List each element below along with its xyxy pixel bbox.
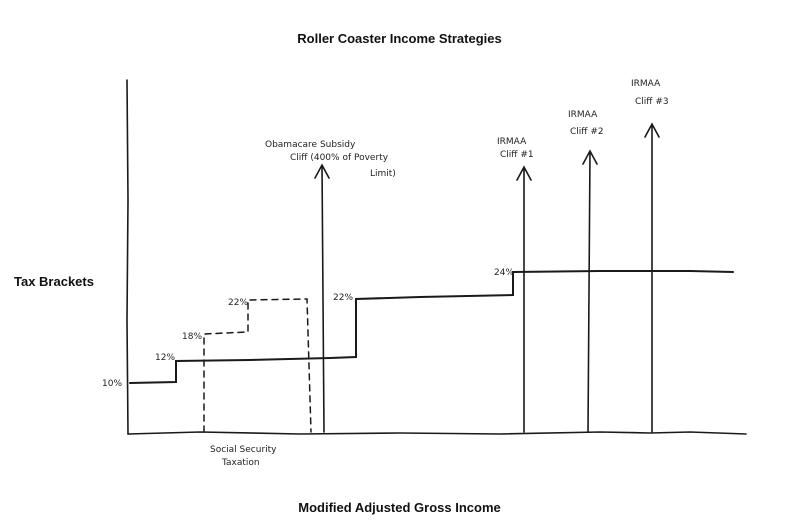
irmaa-cliff-2-label-line2: Cliff #2	[570, 127, 604, 137]
bracket-label-10: 10%	[102, 379, 122, 389]
obamacare-cliff-label-line3: Limit)	[370, 169, 396, 179]
obamacare-cliff-label-line2: Cliff (400% of Poverty	[290, 153, 389, 163]
y-axis-label: Tax Brackets	[14, 274, 94, 289]
x-axis	[127, 431, 747, 435]
dashed-bracket-label-22: 22%	[228, 298, 248, 308]
irmaa-cliff-3-arrow	[644, 122, 660, 433]
ss-taxation-dashed-line	[203, 298, 312, 433]
irmaa-cliff-1-label-line1: IRMAA	[497, 137, 527, 147]
bracket-label-22: 22%	[333, 293, 353, 303]
irmaa-cliff-2-label-line1: IRMAA	[568, 110, 598, 120]
ss-taxation-label-line1: Social Security	[210, 445, 277, 455]
bracket-label-12: 12%	[155, 353, 175, 363]
irmaa-cliff-3-label-line1: IRMAA	[631, 79, 661, 89]
ss-taxation-label-line2: Taxation	[221, 458, 260, 468]
obamacare-cliff-arrow	[314, 163, 330, 433]
chart-title: Roller Coaster Income Strategies	[297, 31, 502, 46]
y-axis	[126, 79, 129, 435]
tax-bracket-step-line	[129, 270, 734, 384]
irmaa-cliff-1-label-line2: Cliff #1	[500, 150, 534, 160]
irmaa-cliff-1-arrow	[516, 165, 532, 433]
obamacare-cliff-label-line1: Obamacare Subsidy	[265, 140, 356, 150]
dashed-bracket-label-18: 18%	[182, 332, 202, 342]
irmaa-cliff-2-arrow	[582, 149, 598, 433]
bracket-label-24: 24%	[494, 268, 514, 278]
x-axis-label: Modified Adjusted Gross Income	[298, 500, 501, 515]
irmaa-cliff-3-label-line2: Cliff #3	[635, 97, 669, 107]
